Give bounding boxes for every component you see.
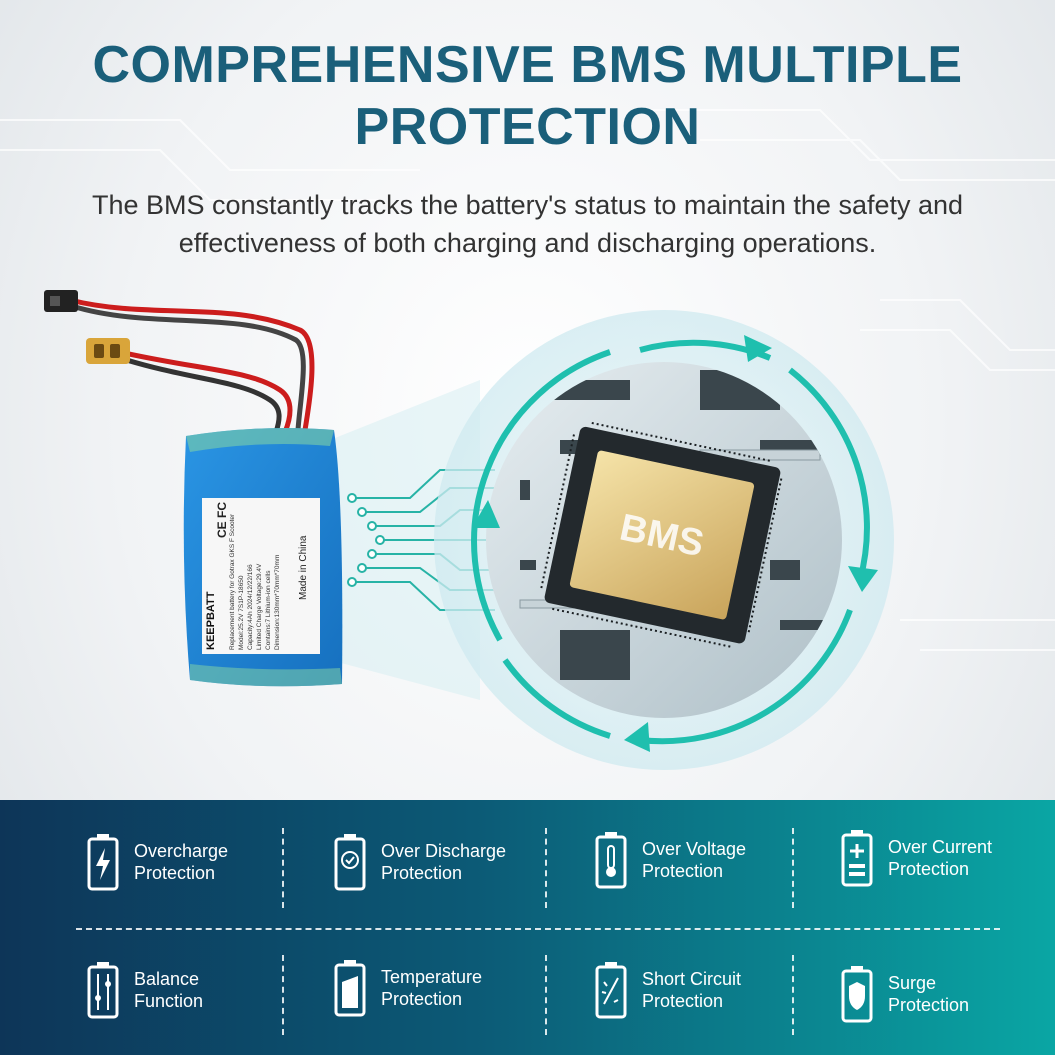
battery-bolt-icon: [87, 834, 119, 891]
page-title: COMPREHENSIVE BMS MULTIPLE PROTECTION: [0, 34, 1055, 158]
feature-label: Overcharge Protection: [134, 841, 229, 883]
feature-label: Over Discharge Protection: [381, 841, 507, 883]
battery-spec-lines: Replacement battery for Gotrax GKS F Sco…: [229, 513, 281, 650]
battery-spec-line: Capacity:4Ah 2024/12/22/166: [247, 564, 254, 650]
feature-label: Over Voltage Protection: [642, 839, 747, 881]
battery-spec-line: Limited Charge Voltage:29.4V: [256, 563, 263, 650]
feature-label: Temperature Protection: [381, 967, 483, 1009]
hero-section: BMS: [0, 34, 1055, 770]
battery-origin: Made in China: [298, 535, 309, 600]
battery-temperature-icon: [334, 960, 366, 1017]
feature-label: Over Current Protection: [888, 837, 993, 879]
feature-temperature: Temperature Protection: [333, 958, 482, 1018]
title-line-2: PROTECTION: [354, 98, 701, 156]
feature-label: Short Circuit Protection: [642, 969, 742, 1011]
feature-overcharge: Overcharge Protection: [86, 832, 228, 892]
battery-pack: KEEPBATT Replacement battery for Gotrax …: [183, 428, 343, 687]
battery-spec-line: Replacement battery for Gotrax GKS F Sco…: [229, 513, 236, 650]
feature-over-voltage: Over Voltage Protection: [594, 830, 746, 890]
battery-short-circuit-icon: [595, 962, 627, 1019]
battery-label: [202, 498, 320, 654]
background-circuit-lines: [0, 109, 1055, 651]
feature-surge: Surge Protection: [840, 964, 969, 1024]
feature-label: Balance Function: [134, 969, 204, 1011]
pcb-image: BMS: [486, 362, 842, 718]
feature-balance: Balance Function: [86, 960, 203, 1020]
battery-plus-minus-icon: [841, 830, 873, 887]
battery-cert-marks: CE FC: [215, 502, 229, 538]
divider: [792, 955, 794, 1035]
feature-label: Surge Protection: [888, 973, 970, 1015]
battery-wires: [67, 297, 315, 435]
xt-connector-icon: [86, 338, 130, 364]
divider: [545, 828, 547, 908]
feature-over-current: Over Current Protection: [840, 828, 992, 888]
divider: [282, 828, 284, 908]
page-subtitle: The BMS constantly tracks the battery's …: [91, 190, 964, 258]
title-line-1: COMPREHENSIVE BMS MULTIPLE: [92, 36, 963, 94]
circuit-nodes: [347, 493, 385, 587]
battery-spec-line: Contains:7 Lithium-ion cells: [265, 570, 272, 650]
battery-spec-line: Model:25.2V 7S1P-18650: [238, 575, 245, 650]
divider: [76, 928, 1000, 930]
hero-artwork: BMS: [0, 109, 1055, 770]
jst-connector-icon: [44, 290, 78, 312]
features-band: Overcharge Protection Over Discharge Pro…: [0, 800, 1055, 1055]
battery-brand: KEEPBATT: [205, 591, 217, 650]
battery-spec-line: Dimension:130mm*70mm*70mm: [274, 555, 281, 650]
divider: [545, 955, 547, 1035]
feature-over-discharge: Over Discharge Protection: [333, 832, 506, 892]
battery-shield-icon: [841, 966, 873, 1023]
battery-check-icon: [334, 834, 366, 891]
arrow-heads: [472, 335, 878, 752]
battery-balance-icon: [87, 962, 119, 1019]
divider: [792, 828, 794, 908]
feature-short-circuit: Short Circuit Protection: [594, 960, 741, 1020]
divider: [282, 955, 284, 1035]
battery-thermometer-icon: [595, 832, 627, 889]
